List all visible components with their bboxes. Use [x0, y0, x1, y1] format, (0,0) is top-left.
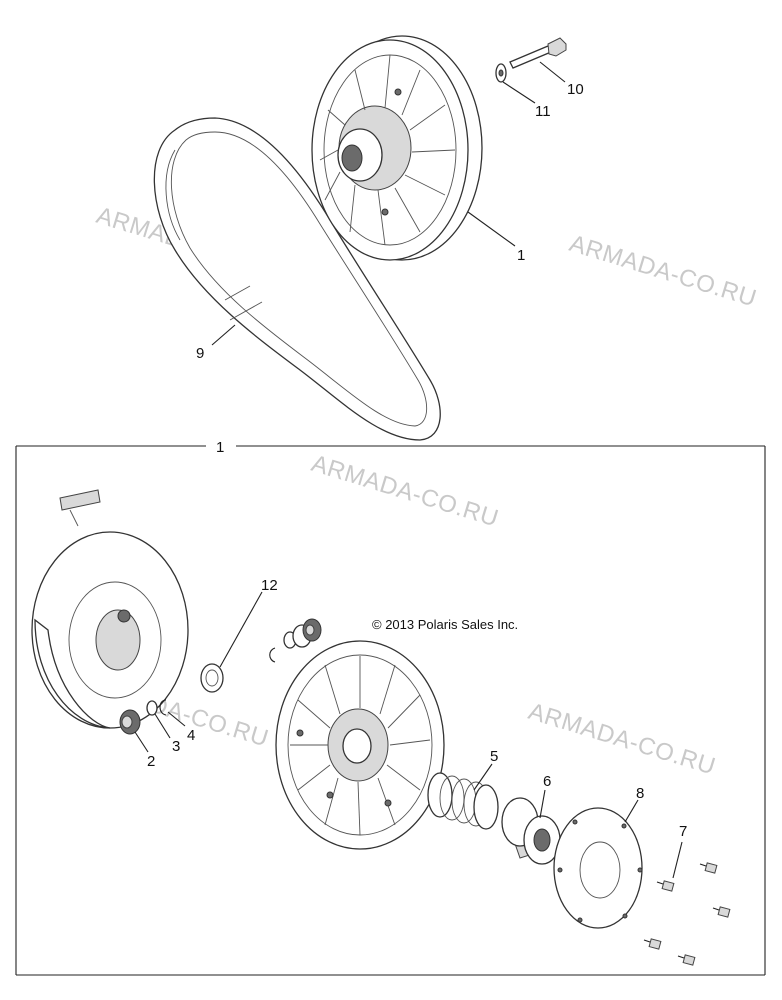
- callout-2: 2: [147, 753, 155, 770]
- watermark: ARMADA-CO.RU: [525, 698, 718, 781]
- callout-7: 7: [679, 823, 687, 840]
- callout-11: 11: [535, 103, 551, 120]
- callout-5: 5: [490, 748, 498, 765]
- callout-12: 12: [261, 577, 278, 594]
- spacer-ring: [200, 663, 224, 693]
- callout-3: 3: [172, 738, 180, 755]
- callout-10: 10: [567, 81, 584, 98]
- cover-plate: [553, 807, 643, 929]
- screws: [643, 862, 731, 966]
- bushing-washer-clip: [119, 699, 167, 735]
- watermark: ARMADA-CO.RU: [308, 450, 501, 533]
- callout-1-box: 1: [216, 439, 224, 456]
- callout-numbers: 1 9 10 11 1 12 2 3 4 5 6 8 7: [147, 81, 687, 840]
- callout-4: 4: [187, 727, 195, 744]
- bolt-and-washer: [495, 37, 567, 83]
- callout-1-top: 1: [517, 247, 525, 264]
- breakdown-frame: [15, 445, 766, 976]
- small-bushing-stack: [269, 618, 322, 663]
- label-plate: [59, 489, 101, 527]
- leader-lines-box: [134, 591, 683, 879]
- moveable-sheave: [275, 640, 445, 850]
- callout-8: 8: [636, 785, 644, 802]
- copyright-notice: © 2013 Polaris Sales Inc.: [372, 617, 518, 632]
- leader-lines-top: [211, 61, 566, 346]
- helix: [501, 797, 561, 865]
- callout-9: 9: [196, 345, 204, 362]
- drive-belt: [153, 117, 441, 441]
- callout-6: 6: [543, 773, 551, 790]
- spring: [427, 772, 499, 830]
- watermark: ARMADA-CO.RU: [566, 230, 759, 313]
- secondary-clutch-assembly: [311, 35, 483, 261]
- fixed-sheave: [31, 531, 189, 729]
